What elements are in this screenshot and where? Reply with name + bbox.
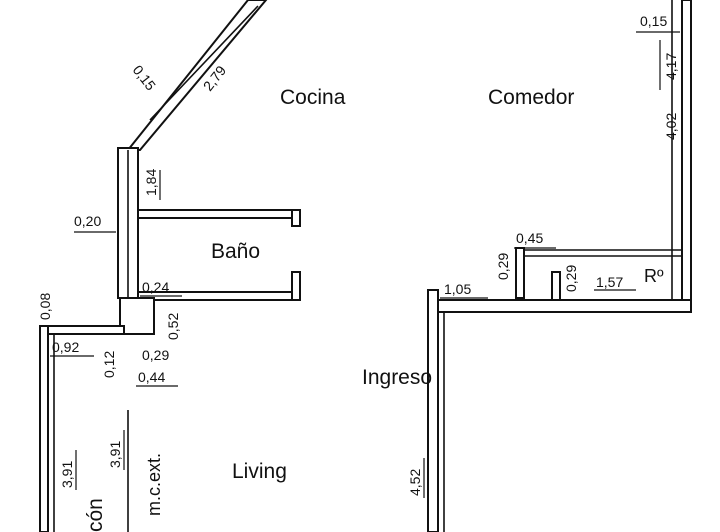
room-label-living: Living xyxy=(232,460,287,483)
dim-024: 0,24 xyxy=(142,279,169,295)
room-label-balcon: cón xyxy=(84,498,107,532)
dim-044: 0,44 xyxy=(138,369,165,385)
dim-020: 0,20 xyxy=(74,213,101,229)
living-step-wall xyxy=(119,297,155,335)
dim-452: 4,52 xyxy=(407,469,423,496)
dim-012: 0,12 xyxy=(101,351,117,378)
comedor-bottom-wall xyxy=(429,299,692,313)
dim-029-c: 0,29 xyxy=(142,347,169,363)
room-label-ropero: Rº xyxy=(644,266,664,286)
room-label-comedor: Comedor xyxy=(488,86,574,109)
dim-008: 0,08 xyxy=(37,293,53,320)
dim-092: 0,92 xyxy=(52,339,79,355)
right-outer-wall xyxy=(681,0,692,313)
bathroom-bottom-partition-end xyxy=(291,271,301,301)
kitchen-diagonal-window xyxy=(149,5,259,121)
ingreso-jamb-wall xyxy=(427,289,439,532)
dim-105: 1,05 xyxy=(444,281,471,297)
living-left-wall xyxy=(39,325,49,532)
note-mc-ext: m.c.ext. xyxy=(144,453,164,516)
living-top-wall xyxy=(39,325,125,335)
bathroom-top-partition xyxy=(137,209,301,219)
dim-184: 1,84 xyxy=(143,169,159,196)
dim-029-a: 0,29 xyxy=(495,253,511,280)
bathroom-top-partition-end xyxy=(291,209,301,227)
dim-015-top-right: 0,15 xyxy=(640,13,667,29)
dim-157: 1,57 xyxy=(596,274,623,290)
dim-029-b: 0,29 xyxy=(563,265,579,292)
dim-402: 4,02 xyxy=(663,113,679,140)
ropero-front-wall xyxy=(551,271,561,301)
ropero-side-wall xyxy=(515,247,525,299)
dim-391-b: 3,91 xyxy=(107,441,123,468)
room-label-bano: Baño xyxy=(211,240,260,263)
room-label-cocina: Cocina xyxy=(280,86,346,109)
dim-052: 0,52 xyxy=(165,313,181,340)
dim-417: 4,17 xyxy=(663,53,679,80)
dim-015-diag: 0,15 xyxy=(130,62,160,93)
room-label-ingreso: Ingreso xyxy=(362,366,432,389)
dim-045: 0,45 xyxy=(516,230,543,246)
dim-391-a: 3,91 xyxy=(59,461,75,488)
